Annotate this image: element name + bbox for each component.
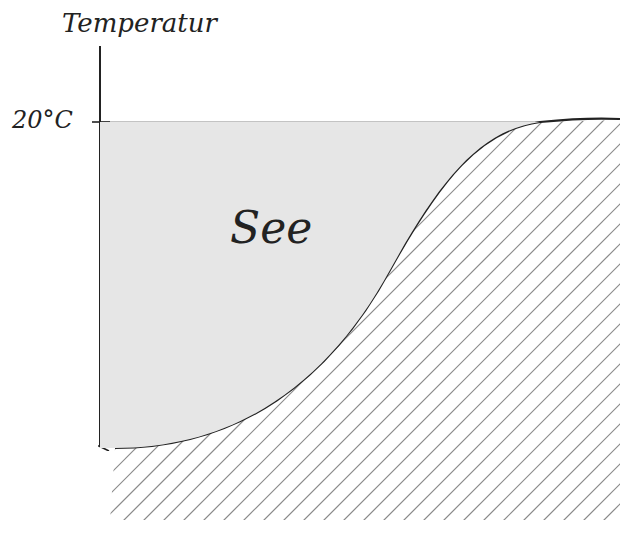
hatch-line [60, 44, 560, 544]
tick-label: 20°C [12, 106, 73, 134]
lake-shape [100, 122, 540, 452]
hatch-line [80, 44, 580, 544]
lake-name: See [230, 202, 312, 253]
hatch-line [620, 44, 636, 544]
lake-fill [100, 122, 540, 448]
hatch-line [0, 44, 100, 544]
ground-hatching [0, 44, 636, 544]
axis-title: Temperatur [62, 8, 217, 38]
lake-region: See [100, 122, 540, 452]
hatch-line [0, 44, 80, 544]
hatch-line [40, 44, 540, 544]
hatch-line [100, 44, 600, 544]
